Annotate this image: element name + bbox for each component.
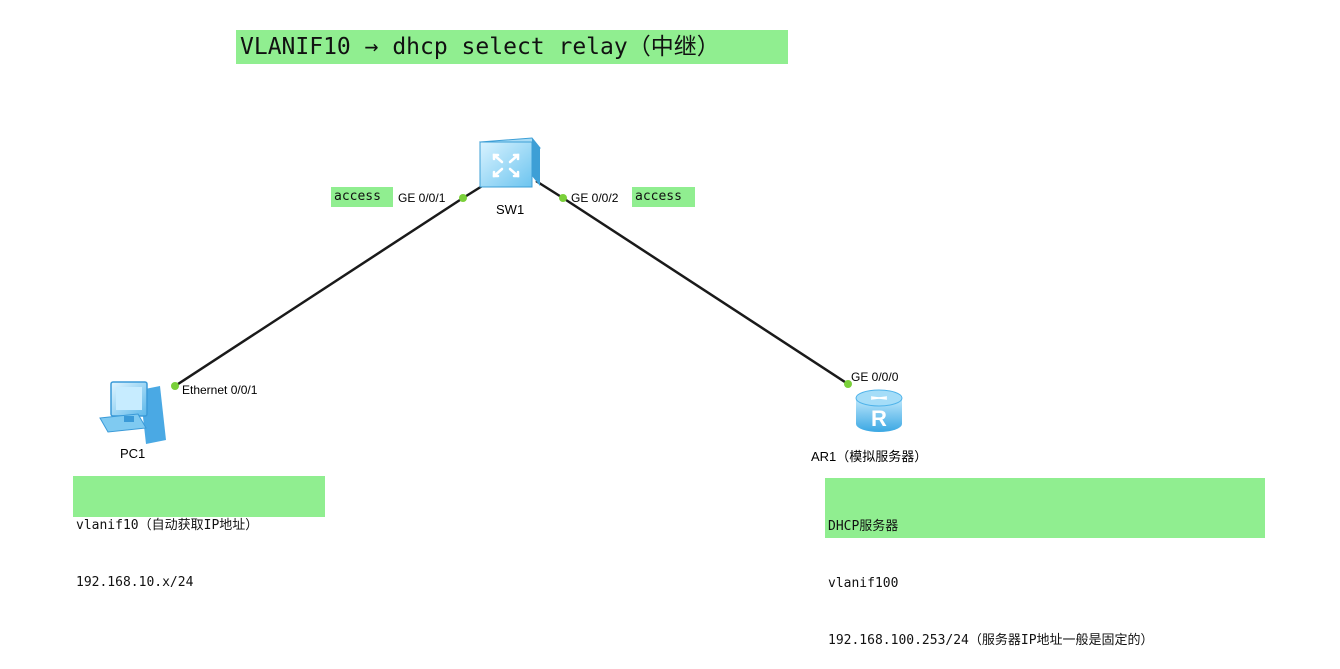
port-label-sw1-ge001: GE 0/0/1: [398, 191, 446, 205]
port-dot-sw1-ge001[interactable]: [459, 194, 467, 202]
ar1-note-line: vlanif100: [828, 576, 899, 591]
ar1-note-line: DHCP服务器: [828, 519, 899, 534]
topology-canvas: R: [99, 137, 903, 444]
link-sw1-ar1[interactable]: [562, 196, 849, 386]
link-sw1-stub-right: [535, 179, 564, 200]
pc-icon[interactable]: [99, 381, 166, 444]
device-label-sw1: SW1: [496, 202, 525, 217]
access-note-left: access: [331, 187, 393, 207]
port-dot-ar1-ge000[interactable]: [844, 380, 852, 388]
link-pc1-sw1[interactable]: [174, 196, 464, 388]
svg-text:R: R: [871, 406, 887, 431]
router-icon[interactable]: R: [855, 389, 903, 432]
device-label-pc1: PC1: [120, 446, 146, 461]
port-label-pc1-eth001: Ethernet 0/0/1: [182, 383, 258, 397]
ar1-note: DHCP服务器 vlanif100 192.168.100.253/24（服务器…: [825, 478, 1265, 648]
pc1-note-line: vlanif10（自动获取IP地址）: [76, 518, 259, 533]
switch-icon[interactable]: [479, 137, 541, 188]
access-note-right: access: [632, 187, 695, 207]
port-label-sw1-ge002: GE 0/0/2: [571, 191, 619, 205]
port-dot-pc1-eth001[interactable]: [171, 382, 179, 390]
port-label-ar1-ge000: GE 0/0/0: [851, 370, 899, 384]
pc1-note: vlanif10（自动获取IP地址） 192.168.10.x/24: [73, 476, 325, 590]
device-label-ar1: AR1（模拟服务器）: [811, 449, 928, 464]
port-dot-sw1-ge002[interactable]: [559, 194, 567, 202]
ar1-note-line: 192.168.100.253/24（服务器IP地址一般是固定的）: [828, 633, 1154, 648]
pc1-note-line: 192.168.10.x/24: [76, 575, 194, 590]
diagram-title: VLANIF10 → dhcp select relay（中继）: [236, 30, 788, 64]
